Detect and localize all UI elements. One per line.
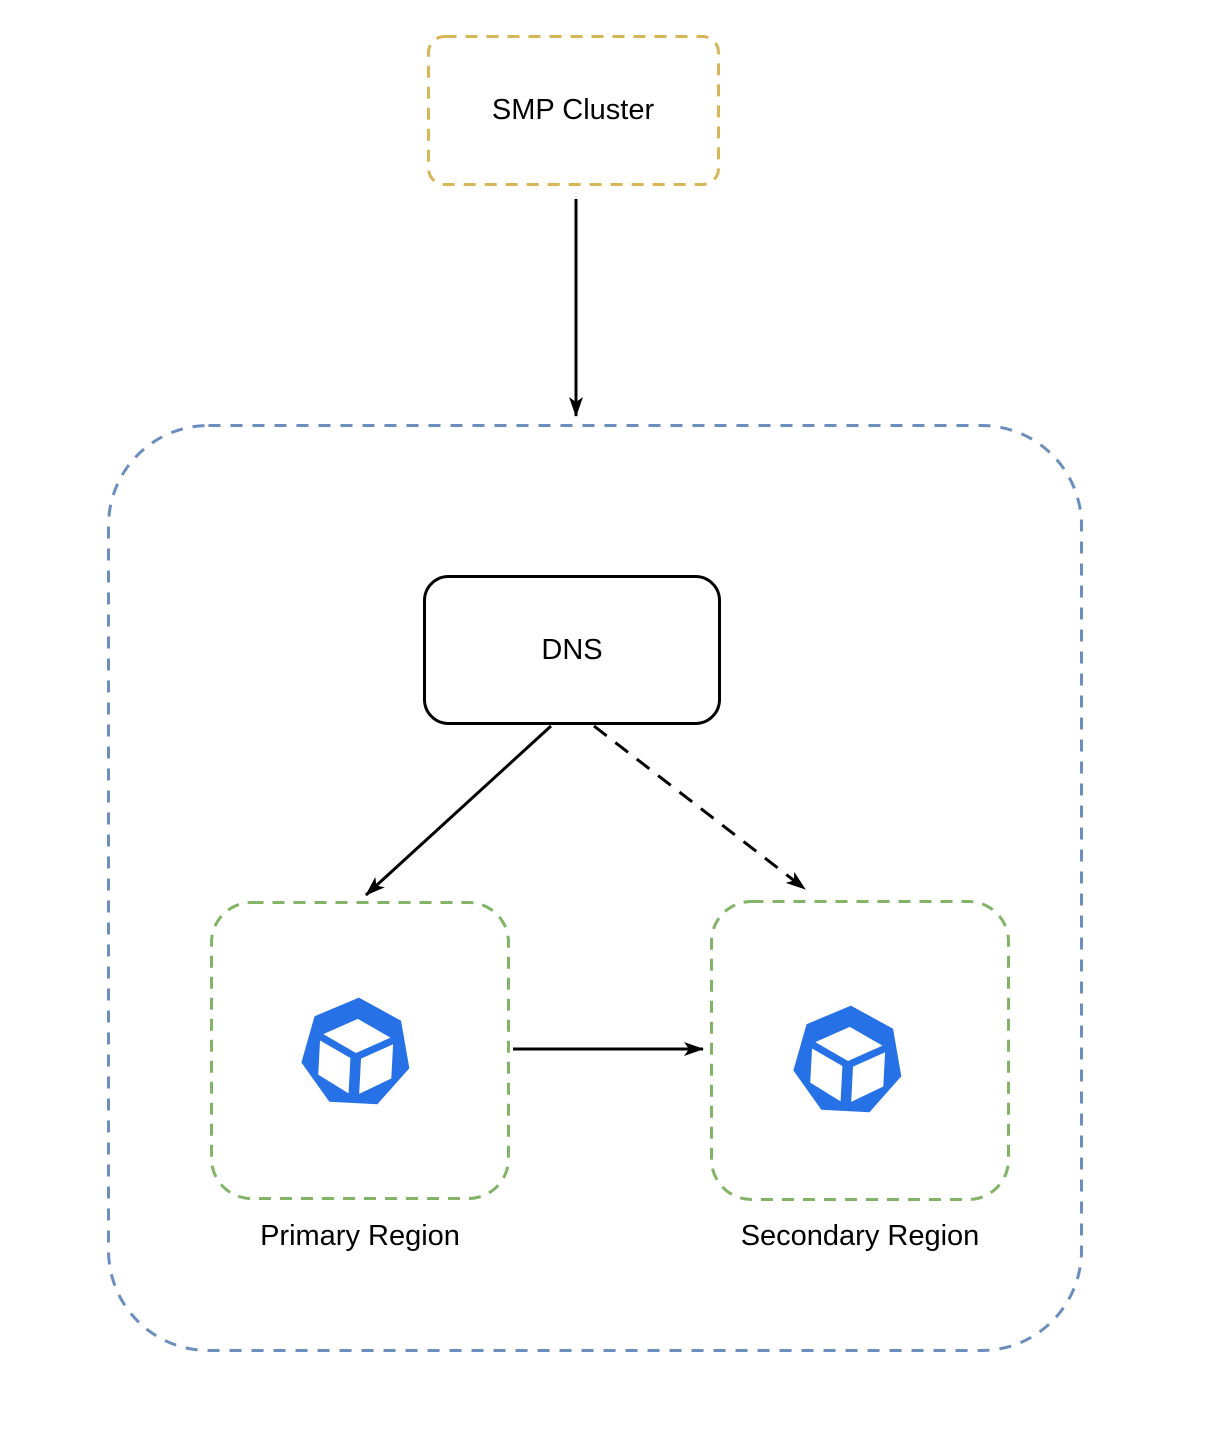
cube-heptagon-icon — [297, 994, 415, 1112]
cube-heptagon-icon — [789, 1002, 907, 1120]
dns-box[interactable] — [423, 575, 721, 725]
region-container-box[interactable] — [107, 424, 1083, 1352]
edge-dns-to-secondary — [593, 724, 806, 891]
edge-dns-to-primary — [364, 724, 553, 897]
smp-cluster-box[interactable] — [427, 35, 720, 186]
